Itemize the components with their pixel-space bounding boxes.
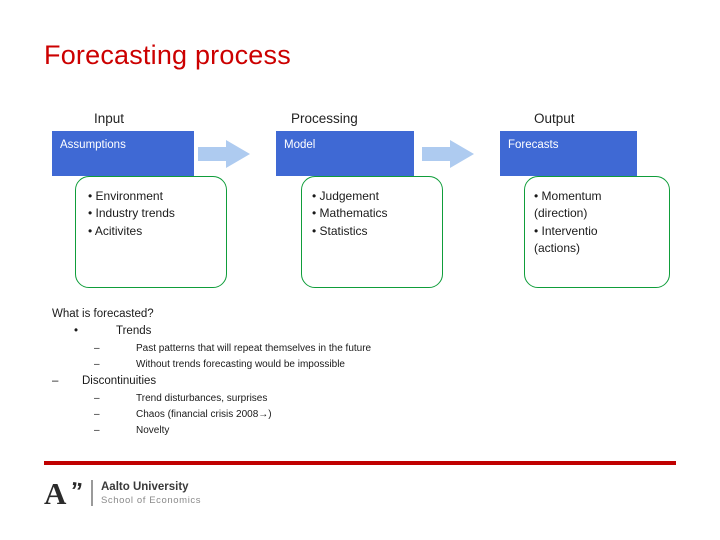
outline-level2-item: – Past patterns that will repeat themselv… bbox=[94, 341, 672, 357]
logo-quote-icon: ” bbox=[68, 477, 84, 506]
bullet-glyph: – bbox=[94, 392, 100, 404]
detail-list-output: • Momentum (direction) • Interventio (ac… bbox=[534, 188, 602, 258]
bullet-glyph: • bbox=[74, 325, 79, 338]
detail-box-input bbox=[75, 176, 227, 288]
bullet-glyph: – bbox=[94, 342, 100, 354]
column-header-output: Output bbox=[534, 111, 575, 126]
outline-level2-item: – Trend disturbances, surprises bbox=[94, 391, 672, 407]
outline-level2-item: – Without trends forecasting would be imp… bbox=[94, 357, 672, 373]
list-item: • Momentum bbox=[534, 189, 602, 203]
list-item: • Environment bbox=[88, 189, 163, 203]
bullet-glyph: – bbox=[94, 425, 100, 437]
outline-text: Discontinuities bbox=[82, 375, 157, 388]
blue-box-model: Model bbox=[276, 131, 414, 176]
page-title: Forecasting process bbox=[44, 40, 291, 70]
list-item: • Judgement bbox=[312, 189, 379, 203]
outline-text: Novelty bbox=[136, 425, 170, 437]
column-header-input: Input bbox=[94, 111, 125, 126]
outline-text: Trend disturbances, surprises bbox=[136, 392, 268, 404]
outline-text: Chaos (financial crisis 2008→) bbox=[136, 408, 272, 420]
outline-text: Without trends forecasting would be impo… bbox=[136, 359, 345, 371]
detail-box-processing bbox=[301, 176, 443, 288]
bullet-glyph: – bbox=[94, 359, 100, 371]
aalto-logo: A ” Aalto University School of Economics bbox=[44, 474, 274, 514]
column-header-processing: Processing bbox=[291, 111, 358, 126]
arrow-right-icon-2 bbox=[422, 140, 474, 168]
detail-list-input: • Environment • Industry trends • Acitiv… bbox=[88, 188, 175, 240]
list-item: (actions) bbox=[534, 241, 581, 256]
bullet-glyph: – bbox=[52, 375, 59, 388]
logo-divider bbox=[91, 480, 93, 506]
outline-text: Trends bbox=[116, 325, 152, 338]
footer-divider bbox=[44, 461, 676, 465]
blue-box-forecasts: Forecasts bbox=[500, 131, 637, 176]
blue-box-assumptions: Assumptions bbox=[52, 131, 194, 176]
logo-org-name: Aalto University bbox=[101, 481, 189, 493]
logo-letter-a: A bbox=[44, 476, 66, 511]
logo-org-sub: School of Economics bbox=[101, 495, 202, 506]
outline-text: Past patterns that will repeat themselve… bbox=[136, 342, 372, 354]
list-item: • Acitivites bbox=[88, 223, 143, 238]
outline-level2-item: – Novelty bbox=[94, 423, 672, 439]
detail-box-output bbox=[524, 176, 670, 288]
outline-level1-discontinuities: – Discontinuities bbox=[52, 373, 672, 390]
outline-heading: What is forecasted? bbox=[52, 308, 154, 320]
outline-level2-item: – Chaos (financial crisis 2008→) bbox=[94, 407, 672, 423]
list-item: • Industry trends bbox=[88, 206, 175, 221]
list-item: (direction) bbox=[534, 206, 588, 221]
detail-list-processing: • Judgement • Mathematics • Statistics bbox=[312, 188, 388, 240]
outline-block: What is forecasted? • Trends – Past patter… bbox=[52, 306, 672, 439]
outline-level1-trends: • Trends bbox=[74, 323, 672, 340]
list-item: • Interventio bbox=[534, 223, 598, 238]
bullet-glyph: – bbox=[94, 408, 100, 420]
arrow-right-icon-1 bbox=[198, 140, 250, 168]
list-item: • Mathematics bbox=[312, 206, 388, 221]
list-item: • Statistics bbox=[312, 223, 368, 238]
